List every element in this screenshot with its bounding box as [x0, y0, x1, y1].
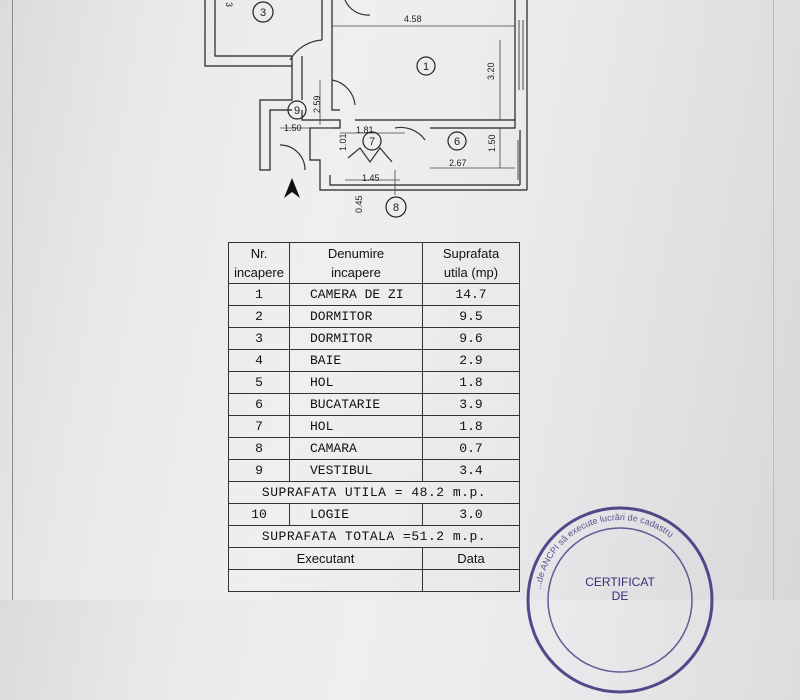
room-marker-6: 6 [454, 136, 460, 148]
stamp-sub: DE [612, 589, 629, 603]
row-area: 1.8 [422, 371, 520, 394]
dim-3: 3 [224, 2, 234, 7]
row-name: BAIE [289, 349, 423, 372]
row-nr: 8 [228, 437, 290, 460]
row-name: CAMERA DE ZI [289, 283, 423, 306]
room-marker-9: 9 [294, 105, 300, 117]
row-name: HOL [289, 415, 423, 438]
data-label: Data [422, 547, 520, 570]
north-arrow-icon [284, 178, 300, 198]
table-row: 10 LOGIE 3.0 [228, 503, 520, 526]
row-name: DORMITOR [289, 327, 423, 350]
row-name: VESTIBUL [289, 459, 423, 482]
row-nr: 9 [228, 459, 290, 482]
suprafata-utila: SUPRAFATA UTILA = 48.2 m.p. [228, 481, 520, 504]
dim-101: 1.01 [338, 133, 348, 151]
row-nr: 3 [228, 327, 290, 350]
row-area: 9.5 [422, 305, 520, 328]
signature-blank-row [228, 569, 520, 592]
dim-150b: 1.50 [487, 134, 497, 152]
executant-cell [228, 569, 423, 592]
total-utila-row: SUPRAFATA UTILA = 48.2 m.p. [228, 481, 520, 504]
room-9-walls [259, 56, 293, 171]
certificate-stamp: ...de ANCPI să execute lucrări de cadast… [526, 506, 714, 694]
header-suprafata: Suprafata utila (mp) [422, 242, 520, 284]
row-nr: 10 [228, 503, 290, 526]
row-name: BUCATARIE [289, 393, 423, 416]
row-area: 1.8 [422, 415, 520, 438]
row-area: 9.6 [422, 327, 520, 350]
room-1-walls [321, 0, 528, 190]
row-area: 14.7 [422, 283, 520, 306]
row-nr: 1 [228, 283, 290, 306]
dim-045: 0.45 [354, 195, 364, 213]
total-totala-row: SUPRAFATA TOTALA =51.2 m.p. [228, 525, 520, 548]
suprafata-totala: SUPRAFATA TOTALA =51.2 m.p. [228, 525, 520, 548]
room-marker-7: 7 [369, 136, 375, 148]
row-nr: 6 [228, 393, 290, 416]
dim-181: 1.81 [356, 125, 374, 135]
header-denumire: Denumire incapere [289, 242, 423, 284]
room-area-table: Nr. incapere Denumire incapere Suprafata… [228, 242, 520, 592]
row-name: LOGIE [289, 503, 423, 526]
table-header-row: Nr. incapere Denumire incapere Suprafata… [228, 242, 520, 284]
room-marker-1: 1 [423, 61, 429, 73]
row-name: CAMARA [289, 437, 423, 460]
row-nr: 2 [228, 305, 290, 328]
row-area: 2.9 [422, 349, 520, 372]
page-left-edge [12, 0, 13, 600]
room-3-walls [204, 0, 292, 67]
dim-150a: 1.50 [284, 123, 302, 133]
row-area: 3.0 [422, 503, 520, 526]
row-nr: 4 [228, 349, 290, 372]
room-marker-3: 3 [260, 7, 266, 19]
row-nr: 5 [228, 371, 290, 394]
row-area: 3.4 [422, 459, 520, 482]
executant-label: Executant [228, 547, 423, 570]
row-area: 3.9 [422, 393, 520, 416]
row-name: HOL [289, 371, 423, 394]
dim-320: 3.20 [486, 62, 496, 80]
row-nr: 7 [228, 415, 290, 438]
row-name: DORMITOR [289, 305, 423, 328]
dim-145: 1.45 [362, 173, 380, 183]
floor-plan: 3 4.58 3.20 2.59 1.50 1.81 1.01 2.67 1.5… [204, 0, 528, 218]
room-marker-8: 8 [393, 202, 399, 214]
page-right-edge [773, 0, 774, 600]
stamp-title: CERTIFICAT [585, 575, 655, 589]
signature-row: Executant Data [228, 547, 520, 570]
dim-259: 2.59 [312, 95, 322, 113]
dim-267: 2.67 [449, 158, 467, 168]
dim-458: 4.58 [404, 14, 422, 24]
data-cell [422, 569, 520, 592]
header-nr: Nr. incapere [228, 242, 290, 284]
row-area: 0.7 [422, 437, 520, 460]
